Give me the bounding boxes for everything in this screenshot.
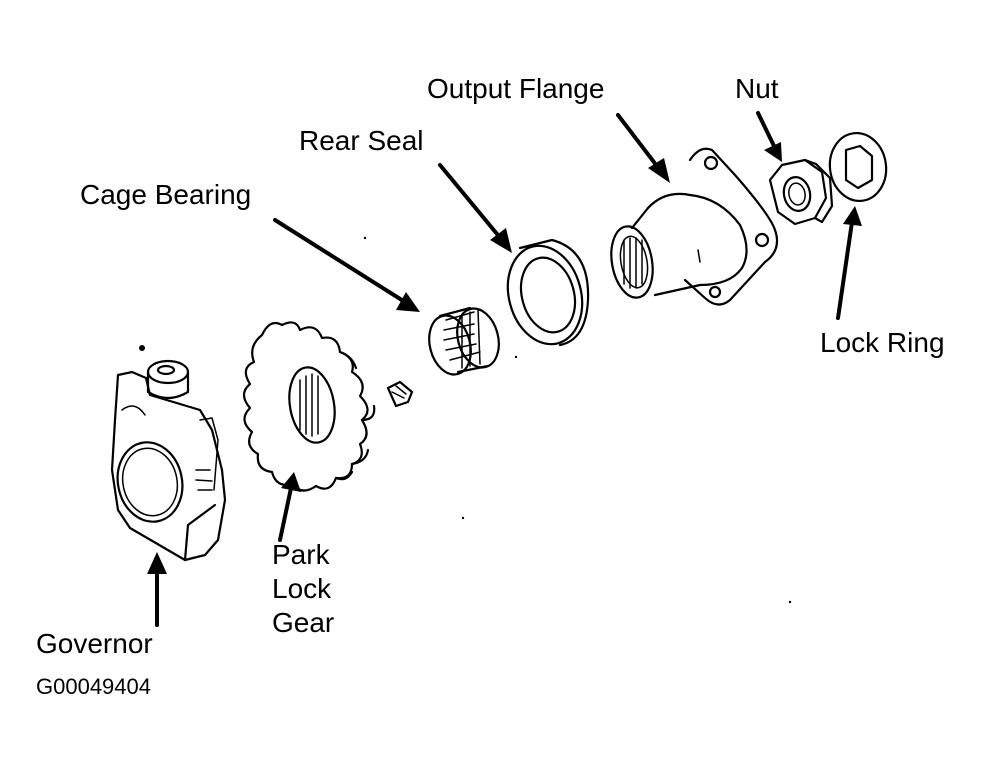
label-output-flange: Output Flange <box>427 73 605 104</box>
label-lock-ring: Lock Ring <box>820 327 945 358</box>
output-flange-arrow <box>616 113 670 183</box>
figure-id: G00049404 <box>36 674 151 699</box>
label-park-lock-gear-line2: Lock <box>272 573 332 604</box>
lock-ring-part <box>828 132 888 202</box>
label-governor: Governor <box>36 628 153 659</box>
output-flange-part <box>610 147 779 306</box>
label-cage-bearing: Cage Bearing <box>80 179 252 210</box>
governor-arrow <box>147 552 167 627</box>
leader-arrows <box>147 111 862 627</box>
label-rear-seal: Rear Seal <box>299 125 424 156</box>
label-park-lock-gear-line3: Gear <box>272 607 335 638</box>
small-bolt-part <box>386 380 414 408</box>
cage-bearing-arrow <box>273 218 420 312</box>
rear-seal-arrow <box>438 163 512 253</box>
lock-ring-arrow <box>836 206 862 320</box>
rear-seal-part <box>506 238 590 347</box>
cage-bearing-part <box>428 306 500 376</box>
park-lock-gear-arrow <box>278 472 301 542</box>
park-lock-gear-part <box>242 321 376 492</box>
label-park-lock-gear-line1: Park <box>272 539 330 570</box>
label-nut: Nut <box>735 73 779 104</box>
governor-part <box>110 345 227 562</box>
nut-part <box>768 158 834 226</box>
nut-arrow <box>756 111 782 162</box>
